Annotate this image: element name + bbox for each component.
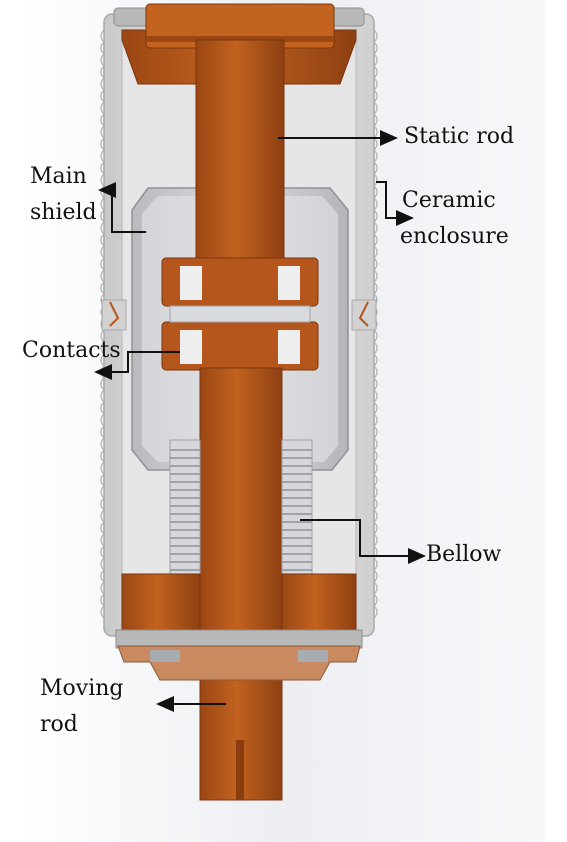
main-shield-leader <box>98 182 146 233</box>
static-rod <box>195 39 285 271</box>
contacts-leader <box>94 351 180 380</box>
label-main-shield-line2: shield <box>30 200 97 225</box>
label-ceramic-line2: enclosure <box>400 224 509 249</box>
bellow-leader <box>300 519 426 564</box>
label-contacts: Contacts <box>22 338 121 363</box>
label-static-rod: Static rod <box>404 124 515 149</box>
annotation-leaders <box>94 130 426 712</box>
moving-rod <box>199 367 283 801</box>
label-bellow: Bellow <box>426 542 502 567</box>
bottom-end-cap <box>115 573 363 681</box>
contacts <box>161 257 319 371</box>
label-moving-rod-line1: Moving <box>40 676 124 701</box>
label-main-shield-line1: Main <box>30 164 87 189</box>
label-moving-rod-line2: rod <box>40 712 78 737</box>
top-end-cap <box>113 3 365 85</box>
label-ceramic-line1: Ceramic <box>402 188 496 213</box>
ceramic-leader <box>376 181 414 226</box>
